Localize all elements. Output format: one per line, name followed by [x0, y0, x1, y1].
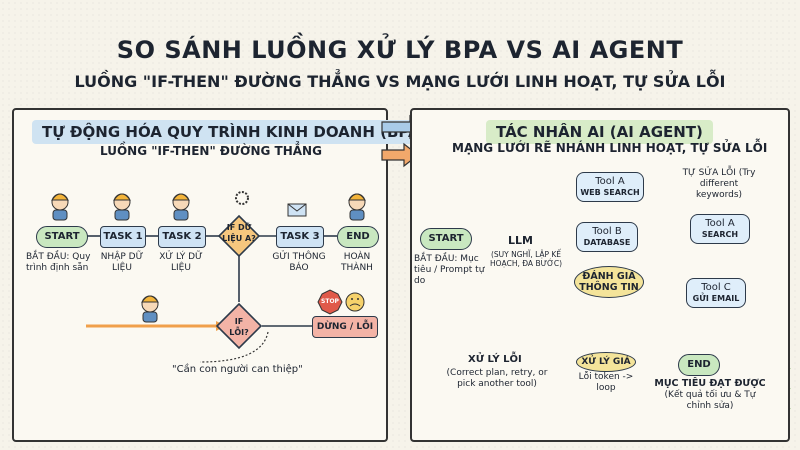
tool-c-label: Tool C	[701, 282, 731, 293]
bpa-task2-node: TASK 2	[158, 226, 206, 248]
bpa-header: TỰ ĐỘNG HÓA QUY TRÌNH KINH DOANH (BPA)	[32, 120, 437, 144]
bpa-task3-note: GỬI THÔNG BÁO	[272, 252, 326, 273]
page-subtitle: LUỒNG "IF-THEN" ĐƯỜNG THẲNG VS MẠNG LƯỚI…	[74, 72, 726, 91]
tool-a-search: Tool A SEARCH	[690, 214, 750, 244]
worker-icons	[51, 193, 366, 323]
stop-icon	[317, 289, 343, 315]
bpa-task3-node: TASK 3	[276, 226, 324, 248]
agent-end-node: END	[678, 354, 720, 376]
tool-a-web-search-sub: WEB SEARCH	[580, 188, 640, 197]
llm-label: LLM	[508, 234, 533, 247]
self-fix-note: TỰ SỬA LỖI (Try different keywords)	[682, 168, 756, 200]
bpa-human-note: "Cần con người can thiệp"	[172, 364, 303, 375]
tool-c-email: Tool C GỬI EMAIL	[686, 278, 746, 308]
bpa-stop-node: DỪNG / LỖI	[312, 316, 378, 338]
agent-subheader: MẠNG LƯỚI RẼ NHÁNH LINH HOẠT, TỰ SỬA LỖI	[452, 141, 768, 155]
bpa-end-node: END	[337, 226, 379, 248]
agent-header: TÁC NHÂN AI (AI AGENT)	[486, 120, 713, 144]
bpa-panel	[12, 108, 388, 442]
bpa-end-note: HOÀN THÀNH	[341, 252, 373, 273]
agent-start-node: START	[420, 228, 472, 250]
gear-icon	[235, 191, 249, 205]
agent-end-note: MỤC TIÊU ĐẠT ĐƯỢC	[654, 378, 766, 389]
tool-a-search-label: Tool A	[705, 218, 735, 229]
bpa-task1-note: NHẬP DỮ LIỆU	[100, 252, 144, 273]
bpa-subheader: LUỒNG "IF-THEN" ĐƯỜNG THẲNG	[100, 144, 322, 158]
agent-end-sub: (Kết quả tối ưu & Tự chỉnh sửa)	[664, 390, 756, 411]
bpa-start-node: START	[36, 226, 88, 248]
agent-start-note: BẮT ĐẦU: Mục tiêu / Prompt tự do	[414, 254, 485, 286]
price-handling-node: XỬ LÝ GIÁ	[576, 352, 636, 372]
bpa-decision-diamond-1	[217, 214, 261, 258]
tool-a-web-search-label: Tool A	[595, 176, 625, 187]
bpa-start-note: BẮT ĐẦU: Quy trình định sẵn	[26, 252, 91, 273]
tool-a-search-sub: SEARCH	[701, 230, 739, 239]
price-handling-note: Lỗi token -> loop	[578, 372, 634, 393]
bpa-decision-diamond-2	[215, 302, 263, 350]
evaluate-node: ĐÁNH GIÁ THÔNG TIN	[574, 266, 644, 298]
bpa-task2-note: XỬ LÝ DỮ LIỆU	[159, 252, 203, 273]
stop-sign-label: STOP	[321, 298, 339, 305]
error-handling-label: XỬ LÝ LỖI	[468, 354, 522, 365]
tool-a-web-search: Tool A WEB SEARCH	[576, 172, 644, 202]
tool-c-sub: GỬI EMAIL	[692, 294, 740, 303]
tool-b-sub: DATABASE	[583, 238, 631, 247]
error-handling-note: (Correct plan, retry, or pick another to…	[446, 368, 548, 389]
tool-b-database: Tool B DATABASE	[576, 222, 638, 252]
bpa-decision2-label: IF LỖI?	[229, 317, 249, 337]
sad-face-icon	[345, 292, 365, 312]
page-title: SO SÁNH LUỒNG XỬ LÝ BPA VS AI AGENT	[116, 36, 684, 64]
llm-note: (SUY NGHĨ, LẬP KẾ HOẠCH, ĐA BƯỚC)	[489, 250, 563, 268]
bpa-decision1-label: IF DỮ LIỆU A?	[222, 223, 256, 243]
tool-b-label: Tool B	[592, 226, 622, 237]
bpa-task1-node: TASK 1	[100, 226, 146, 248]
